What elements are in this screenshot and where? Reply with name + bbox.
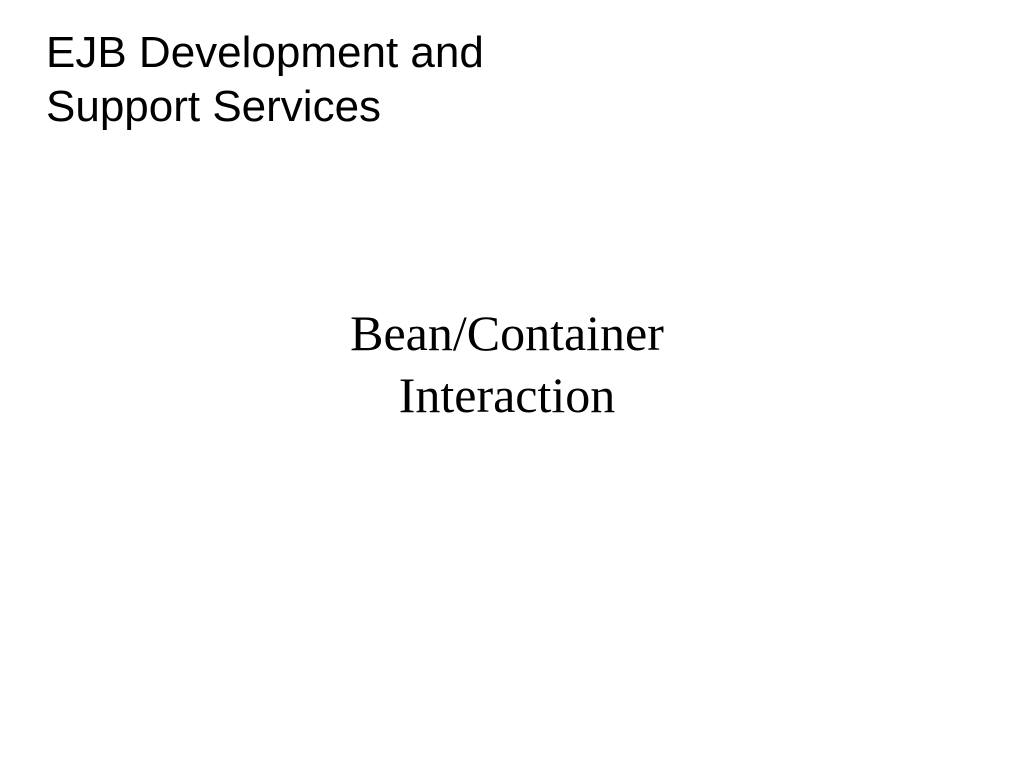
section-header-line-2: Support Services [46, 82, 382, 131]
slide-title-line-2: Interaction [398, 367, 616, 423]
slide-title-line-1: Bean/Container [350, 305, 664, 361]
section-header: EJB Development and Support Services [46, 26, 646, 134]
slide-title: Bean/Container Interaction [0, 302, 1014, 426]
section-header-line-1: EJB Development and [46, 28, 484, 77]
